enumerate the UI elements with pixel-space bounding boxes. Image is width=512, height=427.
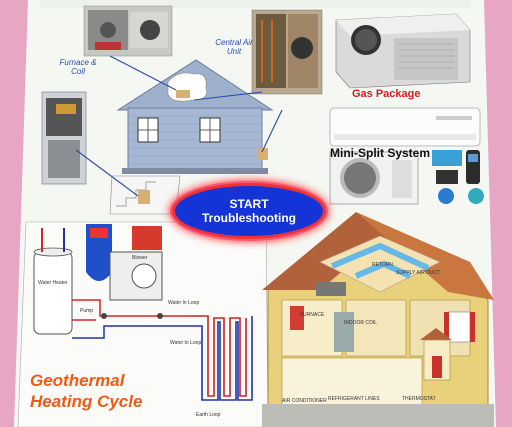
water-heater-label: Water Heater: [38, 280, 68, 286]
return-duct-label: RETURN: [372, 262, 393, 268]
refrigerant-lines-label: REFRIGERANT LINES: [328, 396, 380, 402]
mini-split-outdoor-photo: [329, 151, 419, 205]
pump-label: Pump: [80, 308, 94, 314]
furnace-coil-label: Furnace & Coil: [59, 58, 97, 76]
indoor-coil-label: INDOOR COIL: [344, 320, 378, 326]
gas-package-label: Gas Package: [352, 88, 421, 100]
central-air-photo: [251, 9, 323, 95]
mini-split-label: Mini-Split System: [330, 146, 431, 160]
furnace-coil-photo: [83, 5, 173, 57]
house-illustration: [109, 59, 274, 215]
geothermal-title: Geothermal Heating Cycle: [30, 370, 170, 412]
blower-label: Blower: [132, 255, 148, 261]
furnace-photo: [41, 91, 87, 185]
earth-loop-label: Earth Loop: [196, 412, 221, 418]
geothermal-title-line2: Heating Cycle: [30, 392, 143, 411]
start-troubleshooting-button[interactable]: START Troubleshooting: [172, 183, 326, 239]
cutaway-furnace-label: FURNACE: [300, 312, 325, 318]
start-button-line1: START: [229, 197, 269, 211]
thermostat-label: THERMOSTAT: [402, 396, 436, 402]
central-air-label: Central Air Unit: [215, 38, 253, 56]
mini-split-indoor-photo: [329, 107, 481, 147]
cutaway-house: [262, 212, 494, 427]
water-to-loop-label: Water to Loop: [170, 340, 202, 346]
air-conditioner-label: AIR CONDITIONER: [282, 398, 327, 404]
pointer-lines: [75, 55, 283, 197]
geothermal-title-line1: Geothermal: [30, 371, 125, 390]
water-in-loop-label: Water In Loop: [168, 300, 200, 306]
start-button-line2: Troubleshooting: [202, 211, 296, 225]
gas-package-photo: [335, 13, 471, 89]
supply-duct-label: SUPPLY AIR DUCT: [396, 270, 440, 276]
